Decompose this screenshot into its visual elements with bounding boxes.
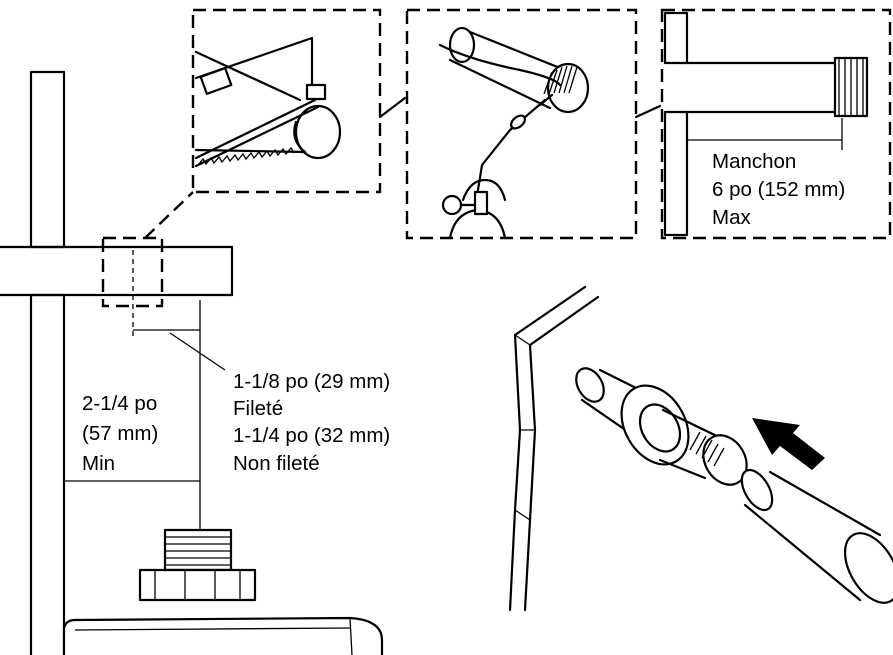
valve-body [62,528,384,655]
sleeve-max-label: Max [712,206,751,229]
panel-connector-1 [378,96,407,119]
sleeve-pipe [740,468,893,604]
unthreaded-dim-label: 1-1/4 po (32 mm) [233,424,390,447]
min-word-label: Min [82,452,115,475]
min-dim-label-2: (57 mm) [82,422,158,445]
detail-panel-cut-pipe [191,8,382,194]
min-dim-label-1: 2-1/4 po [82,392,157,415]
sleeve-length-label: 6 po (152 mm) [712,178,845,201]
left-wall [29,70,66,655]
escutcheon-assembly [575,367,748,486]
insertion-dimension [132,250,226,540]
insertion-arrow [752,418,825,470]
threaded-dim-label: 1-1/8 po (29 mm) [233,370,390,393]
wall-section [508,285,600,612]
panel-connector-2 [634,104,662,119]
sleeve-title-label: Manchon [712,150,796,173]
detail-leader [144,191,194,239]
detail-panel-sleeve-length [660,8,892,240]
threaded-word-label: Fileté [233,397,283,420]
supply-pipe [0,245,234,297]
detail-panel-thread-pipe [405,8,638,240]
unthreaded-word-label: Non fileté [233,452,320,475]
detail-callout-box [101,236,164,308]
